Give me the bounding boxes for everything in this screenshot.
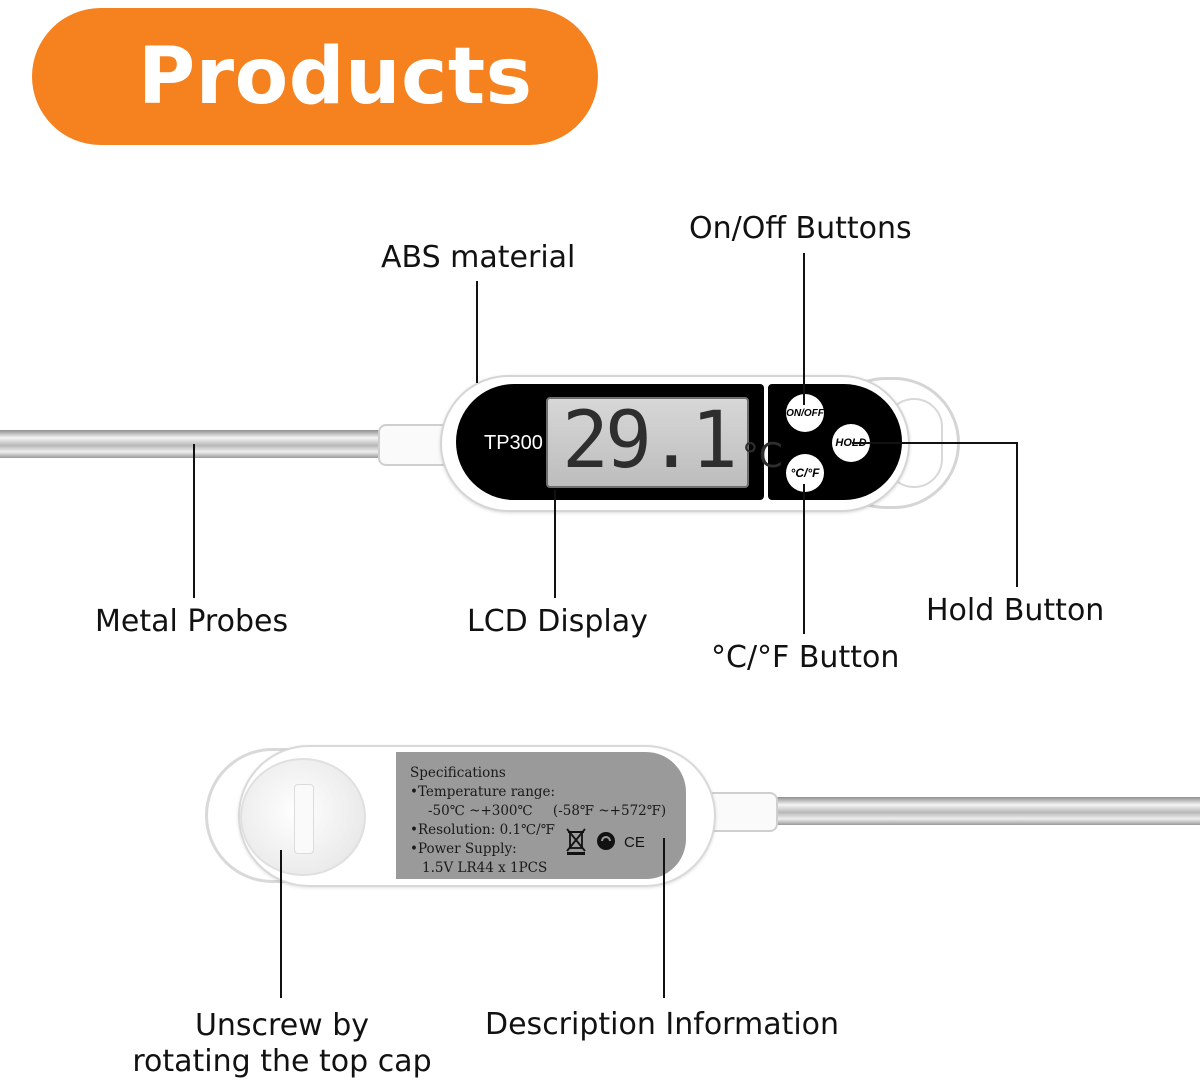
abs-material-leader <box>476 281 478 383</box>
unscrew-label-line2: rotating the top cap <box>132 1044 432 1079</box>
svg-text:CE: CE <box>624 834 645 851</box>
on-off-leader <box>803 253 805 405</box>
temperature-unit: °C <box>741 436 783 476</box>
unit-button-label: °C/°F Button <box>711 640 900 675</box>
spec-panel: Specifications •Temperature range: -50℃ … <box>396 752 686 879</box>
lcd-display-leader <box>554 490 556 598</box>
spec-temp-celsius: -50℃ ~+300℃ <box>428 803 533 819</box>
temperature-reading: 29.1 <box>562 396 738 486</box>
unit-toggle-button[interactable]: °C/°F <box>786 454 824 492</box>
hold-button-leader-v <box>1016 442 1018 587</box>
spec-power-label: •Power Supply: <box>410 841 517 857</box>
unit-button-leader <box>803 484 805 634</box>
hold-button-leader-h <box>852 442 1018 444</box>
metal-probes-leader <box>193 444 195 598</box>
description-leader <box>663 838 665 998</box>
spec-temp-label: •Temperature range: <box>410 784 556 800</box>
cap-leader <box>280 850 282 998</box>
hold-button-label: Hold Button <box>926 593 1105 628</box>
abs-material-label: ABS material <box>381 240 576 275</box>
unscrew-label-line1: Unscrew by <box>194 1008 370 1043</box>
unit-toggle-button-label: °C/°F <box>790 466 820 480</box>
spec-power-value: 1.5V LR44 x 1PCS <box>422 860 548 876</box>
on-off-button[interactable]: ON/OFF <box>786 394 824 432</box>
spec-resolution: •Resolution: 0.1℃/℉ <box>410 822 555 838</box>
weee-bin-icon <box>566 828 586 855</box>
metal-probes-label: Metal Probes <box>95 604 289 639</box>
lcd-display-label: LCD Display <box>467 604 648 639</box>
recycle-icon <box>597 832 615 850</box>
spec-temp-row: -50℃ ~+300℃ (-58℉ ~+572℉) <box>410 802 672 821</box>
page-title: Products <box>138 31 533 122</box>
spec-heading: Specifications <box>410 765 506 781</box>
lcd-display: 29.1 °C <box>546 396 783 488</box>
metal-probe-back <box>770 797 1200 825</box>
on-off-button-label: ON/OFF <box>786 407 824 419</box>
battery-cap[interactable] <box>240 758 366 876</box>
title-banner: Products <box>32 8 598 145</box>
spec-temp-fahrenheit: (-58℉ ~+572℉) <box>552 803 667 819</box>
on-off-buttons-label: On/Off Buttons <box>689 211 912 246</box>
compliance-marks: CE <box>566 828 645 855</box>
model-label: TP300 <box>484 432 543 454</box>
hold-button-label: HOLD <box>835 437 867 449</box>
unscrew-label: Unscrew by rotating the top cap <box>129 1008 435 1080</box>
description-label: Description Information <box>485 1007 840 1042</box>
ce-mark: CE <box>624 834 645 851</box>
probe-neck-back <box>706 792 778 832</box>
probe-neck <box>378 424 450 466</box>
